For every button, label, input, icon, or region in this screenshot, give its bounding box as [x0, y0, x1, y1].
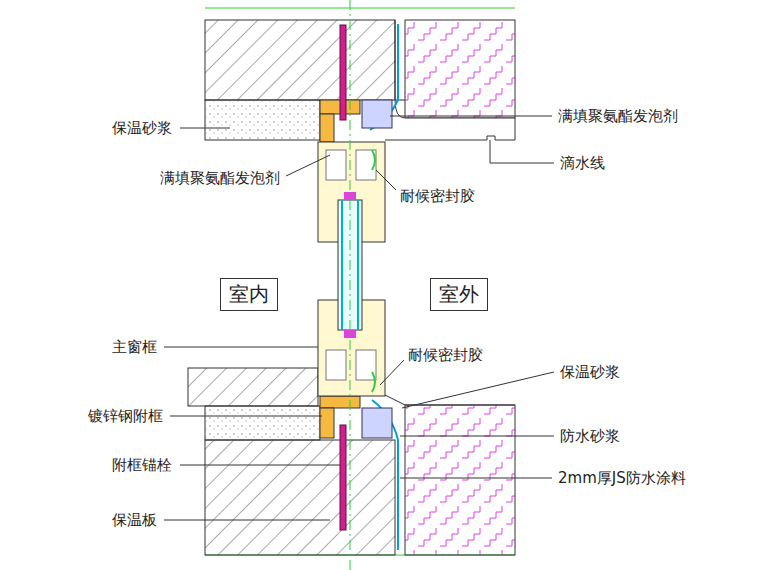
part-label: 耐候密封胶	[400, 187, 475, 205]
room-side-box: 室外	[430, 278, 488, 311]
part-label: 主窗框	[112, 338, 157, 356]
part-label: 防水砂浆	[560, 427, 620, 445]
part-label: 镀锌钢附框	[88, 407, 163, 425]
part-label: 保温砂浆	[560, 363, 620, 381]
part-label: 满填聚氨酯发泡剂	[558, 107, 678, 125]
part-label: 2mm厚JS防水涂料	[558, 469, 686, 487]
part-label: 满填聚氨酯发泡剂	[160, 169, 280, 187]
part-label: 保温板	[112, 511, 157, 529]
room-side-box: 室内	[220, 278, 278, 311]
room-side-text: 室外	[439, 282, 479, 306]
part-label: 滴水线	[560, 154, 605, 172]
room-side-text: 室内	[229, 282, 269, 306]
part-label: 耐候密封胶	[408, 346, 483, 364]
part-label: 附框锚栓	[112, 456, 172, 474]
part-label: 保温砂浆	[112, 119, 172, 137]
